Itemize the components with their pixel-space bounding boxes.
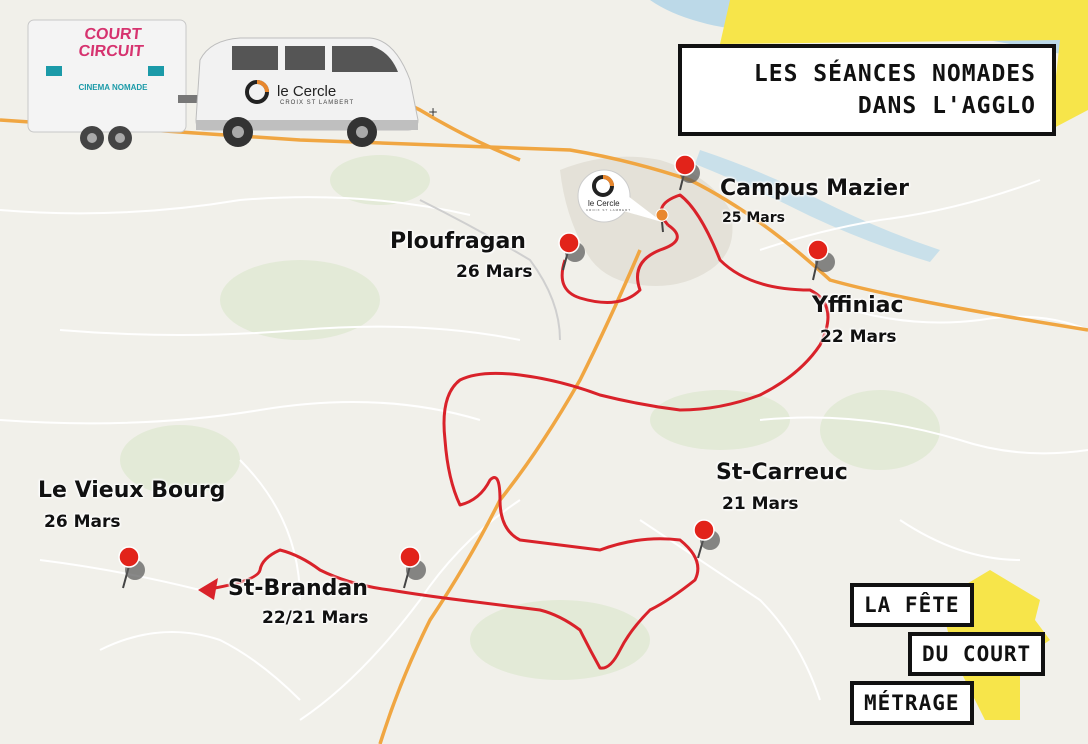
bay-area bbox=[695, 150, 940, 262]
poster-title-line2: DANS L'AGGLO bbox=[857, 93, 1036, 119]
stop-town-yffiniac: Yffiniac bbox=[812, 293, 904, 318]
stop-town-campus-mazier: Campus Mazier bbox=[720, 176, 909, 201]
yellow-accent-top bbox=[720, 0, 1088, 130]
stop-date-ploufragan: 26 Mars bbox=[456, 262, 533, 282]
pin-ploufragan bbox=[558, 232, 585, 271]
pin-campus-mazier bbox=[674, 154, 700, 191]
stop-town-le-vieux-bourg: Le Vieux Bourg bbox=[38, 478, 226, 503]
pin-st-carreuc bbox=[693, 519, 720, 559]
urban-area bbox=[560, 156, 733, 286]
fete-line2: DU COURT bbox=[908, 632, 1046, 676]
pin-yffiniac bbox=[807, 239, 835, 281]
pin-st-brandan bbox=[399, 546, 426, 589]
poster-title-line1: LES SÉANCES NOMADES bbox=[753, 61, 1036, 87]
stop-date-le-vieux-bourg: 26 Mars bbox=[44, 512, 121, 532]
venue-brand-sub: CROIX ST LAMBERT bbox=[586, 208, 632, 212]
truck-logo-line1: COURT bbox=[83, 26, 143, 43]
green-areas bbox=[120, 155, 940, 680]
minor-roads bbox=[0, 179, 1088, 721]
stop-town-st-carreuc: St-Carreuc bbox=[716, 460, 848, 485]
stop-date-st-carreuc: 21 Mars bbox=[722, 494, 799, 514]
tour-route bbox=[214, 193, 830, 670]
stop-date-yffiniac: 22 Mars bbox=[820, 327, 897, 347]
fete-line3: MÉTRAGE bbox=[850, 681, 974, 725]
truck-logo-sub: CINEMA NOMADE bbox=[78, 83, 148, 92]
fete-line1: LA FÊTE bbox=[850, 583, 974, 627]
church-icon: + bbox=[428, 105, 438, 119]
truck-logo-text: COURT CIRCUIT bbox=[60, 26, 164, 60]
cercle-logo-icon bbox=[577, 169, 669, 233]
route-arrow-icon bbox=[198, 578, 218, 600]
stop-town-st-brandan: St-Brandan bbox=[228, 576, 368, 601]
pin-le-vieux-bourg bbox=[118, 546, 145, 589]
rail-line bbox=[419, 199, 561, 341]
stop-town-ploufragan: Ploufragan bbox=[390, 229, 526, 254]
poster-title: LES SÉANCES NOMADES DANS L'AGGLO bbox=[678, 44, 1056, 136]
stop-date-campus-mazier: 25 Mars bbox=[722, 210, 785, 226]
van-icon bbox=[195, 37, 419, 147]
venue-brand: le Cercle bbox=[588, 199, 620, 208]
truck-logo-line2: CIRCUIT bbox=[77, 43, 145, 60]
stop-date-st-brandan: 22/21 Mars bbox=[262, 608, 369, 628]
cinema-truck-icon bbox=[27, 19, 198, 150]
van-brand-sub: CROIX ST LAMBERT bbox=[280, 100, 355, 106]
van-brand: le Cercle bbox=[277, 83, 337, 100]
